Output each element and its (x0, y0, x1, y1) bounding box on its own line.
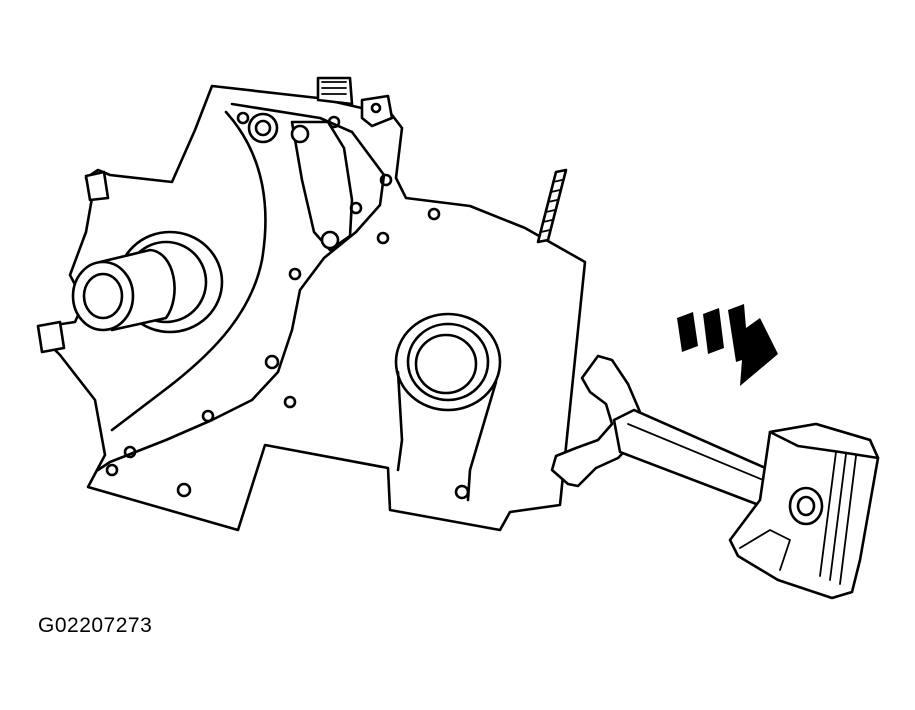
piston-connecting-rod (550, 354, 880, 600)
direction-arrow (677, 304, 778, 386)
crank-snout-face (71, 260, 135, 332)
rod-beam-web (627, 423, 769, 483)
bore-middle (406, 322, 490, 402)
ring-groove-2 (829, 453, 847, 581)
stud-threads (540, 179, 563, 233)
skirt-cutaway (739, 529, 791, 571)
ring-groove-3 (839, 455, 857, 585)
crank-snout-bore (82, 272, 124, 320)
upper-boss-inner (254, 119, 272, 137)
guide-bolt-upper (290, 124, 310, 144)
figure-code: G02207273 (38, 614, 153, 637)
bracket-ribs (321, 81, 347, 95)
rod-beam (612, 408, 782, 512)
bore-outer (394, 312, 502, 412)
stud (536, 168, 568, 244)
piston-pin-boss (788, 486, 824, 526)
bolt-holes (105, 111, 470, 500)
left-ear-bottom (36, 320, 66, 354)
left-ear-top (84, 170, 110, 202)
ring-groove-1 (819, 451, 837, 577)
upper-boss-hole (247, 112, 279, 144)
bracket-hole (370, 102, 382, 114)
chain-guide (290, 120, 354, 252)
piston-pin (796, 495, 816, 517)
top-bracket (316, 76, 354, 106)
cylinder-block (36, 76, 587, 532)
gear-housing-inner (110, 110, 267, 432)
guide-bolt-lower (320, 230, 340, 250)
bore-inner (414, 333, 478, 395)
rod-big-end (550, 354, 642, 488)
piston-crown (768, 422, 880, 460)
gear-housing (96, 102, 386, 472)
